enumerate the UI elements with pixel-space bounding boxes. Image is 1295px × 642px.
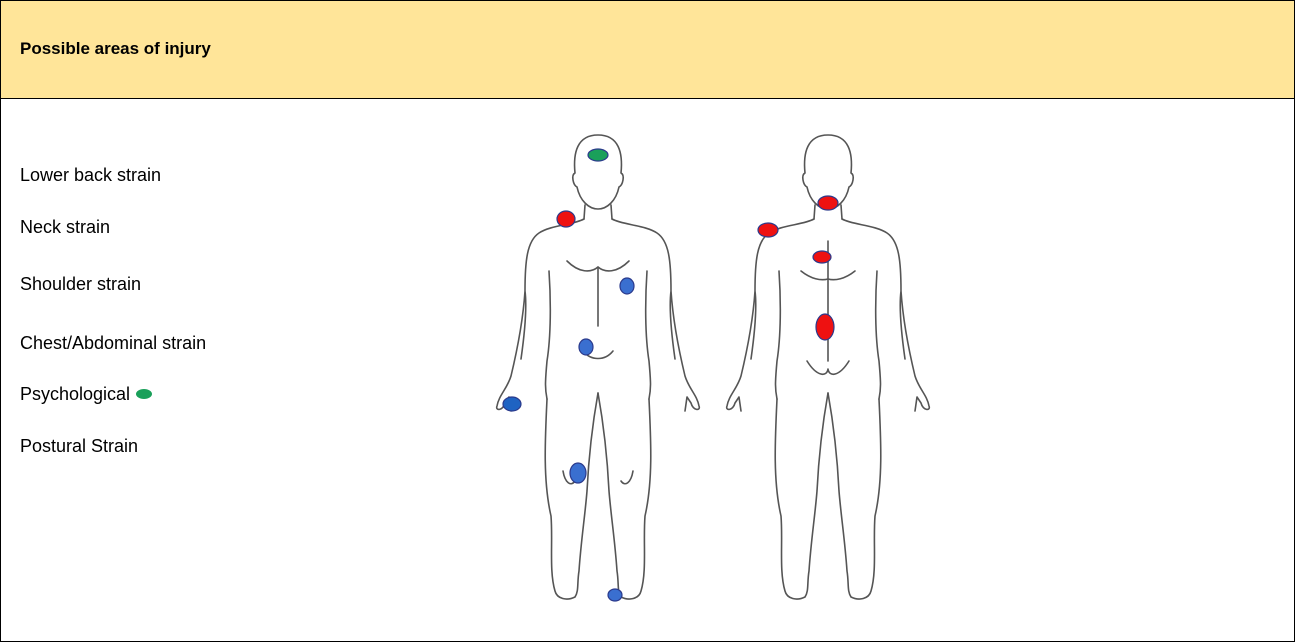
marker-head-green <box>588 149 608 161</box>
marker-front-shoulder-red <box>557 211 575 227</box>
injury-item-neck: Neck strain <box>20 217 110 238</box>
marker-back-neck-red <box>818 196 838 210</box>
marker-front-hand-blue <box>503 397 521 411</box>
marker-front-chest-blue <box>620 278 634 294</box>
injury-item-lower-back: Lower back strain <box>20 165 161 186</box>
marker-back-shoulder-red <box>758 223 778 237</box>
marker-back-upper-red <box>813 251 831 263</box>
body-diagram <box>481 121 951 616</box>
injury-item-postural: Postural Strain <box>20 436 138 457</box>
marker-front-abdomen-blue <box>579 339 593 355</box>
panel-header: Possible areas of injury <box>1 1 1294 99</box>
psychological-marker-icon <box>136 389 152 399</box>
marker-front-foot-blue <box>608 589 622 601</box>
injury-item-shoulder: Shoulder strain <box>20 274 141 295</box>
injury-item-chest-abdominal: Chest/Abdominal strain <box>20 333 206 354</box>
panel-title: Possible areas of injury <box>20 39 211 59</box>
injury-item-psychological-label: Psychological <box>20 384 130 404</box>
injury-item-psychological: Psychological <box>20 384 152 405</box>
marker-front-knee-blue <box>570 463 586 483</box>
marker-back-lower-red <box>816 314 834 340</box>
front-body-outline <box>497 135 700 599</box>
